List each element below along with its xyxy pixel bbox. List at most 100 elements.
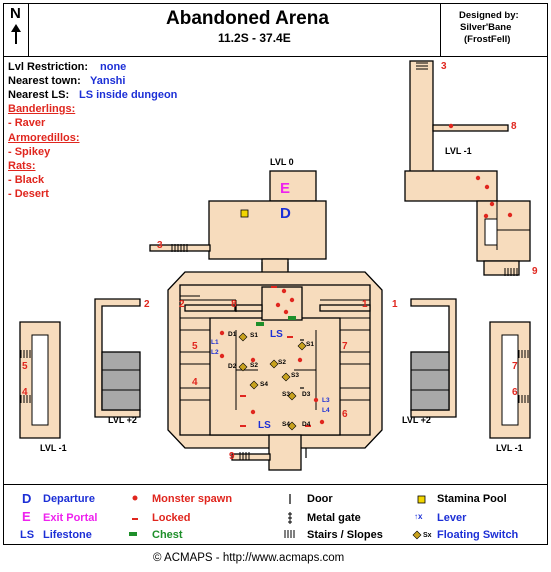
chest-icon [129, 532, 137, 536]
map-frame [3, 3, 548, 545]
metal-gate-icon [288, 512, 292, 524]
monster-black: - Black [8, 174, 45, 186]
legend-floating-switch-label: Floating Switch [437, 529, 519, 541]
arena-central-chamber [209, 317, 341, 436]
monster-spawn-icon [319, 419, 325, 425]
stair-number-3-north: 3 [441, 61, 447, 72]
stair-corridor-9-arena [231, 453, 271, 461]
arena-wall [235, 330, 317, 410]
designer-line-3: (FrostFell) [464, 34, 511, 45]
legend-lifestone-symbol: LS [20, 529, 35, 541]
legend-departure-label: Departure [43, 493, 95, 505]
legend-metal-gate-label: Metal gate [307, 512, 361, 524]
switch-label-s3: S3 [282, 391, 290, 398]
legend-divider [3, 484, 548, 485]
locked-icon [240, 395, 246, 397]
lvl-restriction-label: Lvl Restriction: [8, 61, 89, 73]
stairs-icon [239, 452, 250, 460]
switch-label-s4b: S4 [282, 421, 290, 428]
lvl-minus1-corridor-9 [483, 260, 520, 276]
stairs-icon [20, 350, 31, 358]
arena-spawn-room [261, 286, 303, 321]
monster-spawn-icon [475, 175, 481, 181]
lvl-restriction-value: none [100, 61, 127, 73]
locked-icon [305, 425, 311, 427]
floating-switches [238, 332, 307, 431]
floating-switch-icon [287, 391, 297, 401]
nearest-ls-value: LS inside dungeon [79, 89, 178, 101]
footer-copyright[interactable]: © ACMAPS - http://www.acmaps.com [153, 552, 345, 564]
stair-number-2-west: 2 [144, 299, 150, 310]
legend-lifestone-label: Lifestone [43, 529, 92, 541]
floating-switch-icon [287, 421, 297, 431]
lvl-minus1-north-corridor [409, 60, 434, 177]
monster-spawn-icon [483, 213, 489, 219]
door-label-d2: D2 [228, 363, 237, 370]
chest-icon [256, 322, 264, 326]
header-divider [3, 56, 548, 57]
legend-door-label: Door [307, 493, 333, 505]
monster-spawn-icon [219, 353, 225, 359]
monster-spawn-icon [132, 495, 138, 501]
door-label-d4: D4 [302, 421, 311, 428]
monster-spawn-icon [250, 409, 256, 415]
map-title: Abandoned Arena [166, 8, 329, 29]
stair-number-8-ne: 8 [511, 121, 517, 132]
level-label-lvl-minus1-w: LVL -1 [40, 443, 67, 453]
stair-corridor-3-west [149, 244, 211, 252]
stair-number-6-arena: 6 [342, 409, 348, 420]
doors [261, 262, 307, 458]
stair-number-9-arena: 9 [229, 451, 235, 462]
locked-icon [287, 336, 293, 338]
monster-spawn-icon [250, 357, 256, 363]
stairs-icon [171, 244, 188, 252]
switch-label-s1b: S1 [306, 341, 314, 348]
stair-number-4-west: 4 [22, 387, 28, 398]
legend-locked-label: Locked [152, 512, 191, 524]
switch-label-s2: S2 [250, 362, 258, 369]
lever-label-l4: L4 [322, 407, 330, 414]
monster-spawn-icon [297, 357, 303, 363]
nearest-town-label: Nearest town: [8, 75, 81, 87]
floating-switch-icon [281, 372, 291, 382]
lvl-minus1-pit [484, 218, 498, 246]
compass-north-label: N [10, 5, 21, 22]
stairs-icon [284, 530, 295, 538]
gate-room-wall [411, 369, 449, 391]
stairs-icon [20, 395, 31, 403]
locked-markers [240, 286, 311, 427]
lvl-plus2-left-gate-room [101, 351, 141, 411]
switch-label-s1: S1 [250, 332, 258, 339]
monster-group-banderlings: Banderlings: [8, 103, 76, 115]
entrance-hall [208, 200, 327, 260]
nearest-ls-label: Nearest LS: [8, 89, 70, 101]
lvl-minus1-left-courtyard [31, 334, 49, 426]
lvl-minus1-right-courtyard [501, 334, 519, 426]
departure-marker: D [280, 205, 291, 222]
designer-line-1: Designed by: [459, 10, 519, 21]
legend-lever-label: Lever [437, 512, 467, 524]
stair-number-9-ne: 9 [532, 266, 538, 277]
lever-icon: ↑x [414, 512, 423, 521]
level-label-lvl-plus2-w: LVL +2 [108, 415, 137, 425]
legend-departure-symbol: D [22, 491, 32, 506]
stair-number-5-west: 5 [22, 361, 28, 372]
stair-number-1-arena: 1 [362, 299, 368, 310]
floating-switch-icon [412, 530, 422, 540]
switch-label-s3b: S3 [291, 372, 299, 379]
switch-label-s2b: S2 [278, 359, 286, 366]
stamina-pool-icon [417, 495, 426, 504]
switch-label-s4a: S4 [260, 381, 268, 388]
floating-switch-icon [249, 380, 259, 390]
level-label-lvl0: LVL 0 [270, 157, 294, 167]
monster-spawn-icon [283, 309, 289, 315]
floating-switch-icon [238, 362, 248, 372]
lvl-minus1-hall [404, 170, 498, 202]
lever-label-l3: L3 [322, 397, 330, 404]
stair-number-8-arena: 8 [231, 299, 237, 310]
legend-stairs-label: Stairs / Slopes [307, 529, 383, 541]
stair-corridor-8-arena [235, 304, 263, 312]
designer-line-2: Silver'Bane [460, 22, 512, 33]
monster-spawn-icon [484, 184, 490, 190]
